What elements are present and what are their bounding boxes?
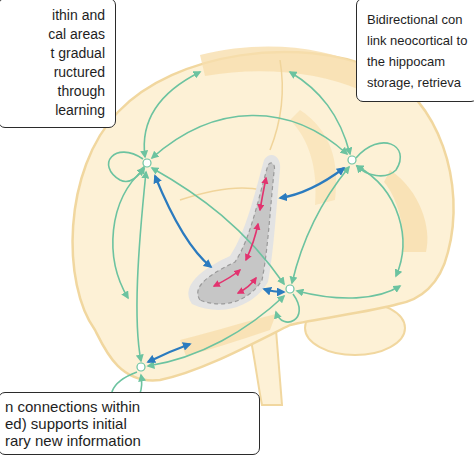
cortex-region xyxy=(384,170,428,252)
sulcus-line xyxy=(270,60,282,150)
hippocampus-halo xyxy=(188,155,280,310)
loop-arrow xyxy=(356,143,400,176)
cortical-arrow xyxy=(357,166,403,276)
cortex-region xyxy=(290,110,336,205)
text-box: n connections within ed) supports initia… xyxy=(0,392,260,455)
hippocampus-arrow xyxy=(246,224,258,260)
box-text: ithin and cal areas t gradual ructured t… xyxy=(43,6,105,120)
hub-point xyxy=(286,285,294,293)
text-box: Bidirectional con link neocortical to th… xyxy=(356,0,474,102)
hippocampus-arrow xyxy=(260,178,266,210)
sulcus-line xyxy=(180,188,262,200)
cortical-arrow xyxy=(290,72,350,154)
cortical-arrow xyxy=(148,296,284,366)
hippocampal-arrow xyxy=(148,344,190,362)
box-text: n connections within ed) supports initia… xyxy=(5,398,151,449)
hub-point xyxy=(348,156,356,164)
cortical-arrow xyxy=(152,115,347,158)
cortical-arrow xyxy=(137,172,146,361)
cortical-arrow xyxy=(113,169,144,298)
hippocampal-arrow xyxy=(155,176,211,267)
cortical-arrow xyxy=(297,286,400,298)
cortical-arrow xyxy=(144,72,200,157)
hippocampus xyxy=(198,163,275,304)
hub-point xyxy=(137,363,145,371)
cortex-region xyxy=(200,46,370,90)
text-box: ithin and cal areas t gradual ructured t… xyxy=(0,0,116,128)
cortex-region xyxy=(180,314,276,356)
loop-arrow xyxy=(109,152,144,181)
hippocampus-arrow xyxy=(214,270,240,286)
box-text: Bidirectional con link neocortical to th… xyxy=(367,9,469,93)
hippocampus-arrow xyxy=(238,278,256,293)
hippocampal-arrow xyxy=(280,168,344,198)
loop-arrow xyxy=(276,294,299,322)
hippocampal-arrow xyxy=(264,289,284,292)
cortical-arrow xyxy=(152,168,284,284)
hub-point xyxy=(143,159,151,167)
